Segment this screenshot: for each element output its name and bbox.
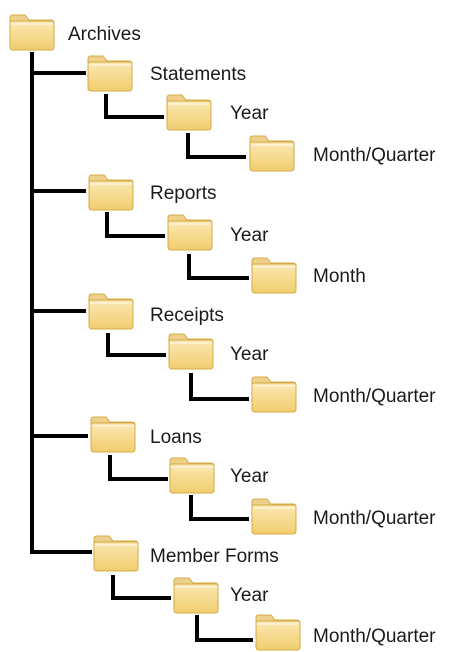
period-connector [189, 373, 193, 401]
year-connector [105, 212, 109, 238]
receipts-folder-icon [87, 291, 135, 331]
period-folder-icon [248, 133, 296, 173]
branch-connector [30, 71, 86, 75]
period-connector [189, 397, 249, 401]
period-label: Month [313, 266, 366, 287]
year-folder-icon [165, 92, 213, 132]
period-label: Month/Quarter [313, 508, 436, 529]
root-label: Archives [68, 24, 141, 45]
year-connector [104, 94, 108, 119]
period-folder-icon [250, 496, 298, 536]
year-label: Year [230, 585, 269, 606]
period-label: Month/Quarter [313, 626, 436, 647]
period-connector [189, 517, 249, 521]
period-connector [189, 495, 193, 521]
reports-folder-icon [87, 172, 135, 212]
year-connector [105, 234, 165, 238]
period-connector [187, 276, 249, 280]
branch-connector [30, 550, 92, 554]
year-label: Year [230, 344, 269, 365]
year-connector [111, 596, 171, 600]
branch-label-statements: Statements [150, 64, 247, 85]
year-folder-icon [167, 331, 215, 371]
branch-connector [30, 434, 88, 438]
archives-folder-icon [8, 12, 56, 52]
year-label: Year [230, 225, 269, 246]
period-connector [195, 638, 253, 642]
period-connector [186, 155, 246, 159]
year-connector [104, 115, 164, 119]
year-connector [106, 333, 110, 357]
period-connector [195, 615, 199, 642]
period-label: Month/Quarter [313, 386, 436, 407]
period-label: Month/Quarter [313, 145, 436, 166]
year-connector [108, 455, 112, 481]
year-connector [106, 353, 166, 357]
period-folder-icon [250, 374, 298, 414]
year-folder-icon [168, 455, 216, 495]
trunk-connector [30, 52, 34, 554]
year-folder-icon [172, 575, 220, 615]
loans-folder-icon [89, 414, 137, 454]
branch-label-loans: Loans [150, 427, 202, 448]
period-connector [186, 133, 190, 159]
branch-label-receipts: Receipts [150, 305, 224, 326]
branch-connector [30, 189, 86, 193]
statements-folder-icon [86, 53, 134, 93]
period-connector [187, 254, 191, 280]
member-forms-folder-icon [92, 533, 140, 573]
year-connector [111, 575, 115, 600]
year-folder-icon [166, 212, 214, 252]
branch-label-member-forms: Member Forms [150, 546, 279, 567]
period-folder-icon [254, 612, 302, 652]
year-label: Year [230, 103, 269, 124]
year-connector [108, 477, 168, 481]
branch-connector [30, 309, 86, 313]
branch-label-reports: Reports [150, 183, 217, 204]
year-label: Year [230, 466, 269, 487]
period-folder-icon [250, 255, 298, 295]
